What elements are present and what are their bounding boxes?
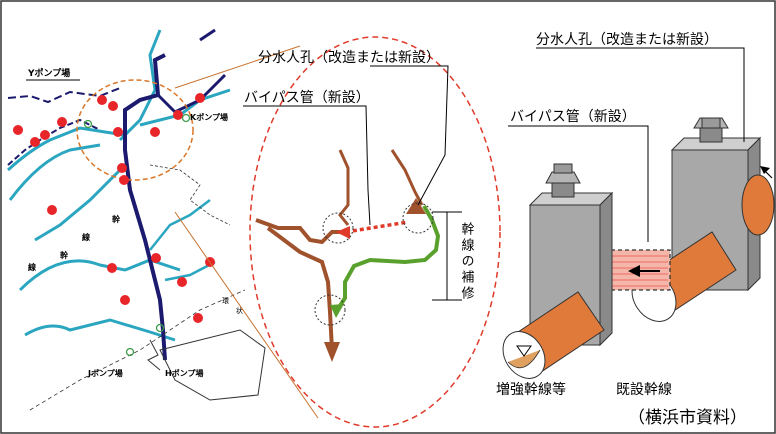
schematic-leader-bypass (508, 125, 649, 242)
sewer-line-central-w (34, 168, 122, 242)
detail-brown-pipe-left (338, 149, 350, 226)
pump-label-k: Kポンプ場 (190, 112, 228, 122)
map-small-text-4: 線 (28, 262, 36, 272)
manhole-left-cap (545, 171, 581, 184)
detail-brown-main (255, 218, 340, 245)
reinforced-trunk-label: 増強幹線等 (496, 381, 566, 398)
detail-green-trunk (334, 205, 441, 314)
manhole-left-side (599, 191, 613, 347)
sewer-line-sw (8, 143, 101, 201)
trunk-repair-label: 幹線の補修 (459, 221, 475, 302)
water-level-mark (516, 345, 532, 357)
existing-trunk-label: 既設幹線 (616, 381, 672, 398)
manhole-left-cap-top (553, 163, 573, 174)
main-trunk-top (199, 28, 216, 42)
pump-label-j: Jポンプ場 (87, 368, 123, 378)
map-small-text-5: 環 (222, 297, 229, 305)
sewer-line-west (6, 126, 126, 172)
detail-bypass-arrow (336, 226, 350, 239)
detail-brown-pipe-right (390, 149, 424, 206)
schematic-view (502, 47, 775, 379)
manhole-right-cap-top (701, 117, 721, 129)
manhole-left-chimney (551, 182, 575, 198)
coastline-upper (7, 87, 121, 104)
map-small-text-6: 状 (236, 306, 243, 315)
detail-circle (249, 36, 501, 428)
schematic-leader-manhole (536, 47, 745, 142)
zoom-line-bottom (174, 211, 319, 419)
map-small-text-2: 線 (82, 232, 90, 242)
right-arrowhead (760, 166, 770, 174)
pump-label-y: Yポンプ場 (27, 67, 70, 79)
shore-detail (147, 339, 161, 371)
schematic-bypass-label: バイパス管（新設） (510, 109, 636, 125)
detail-view (243, 36, 501, 428)
bypass-flow-arrow (628, 265, 640, 277)
detail-green-arrow (330, 304, 344, 318)
leader-manhole (370, 65, 449, 206)
zoom-line-top (174, 45, 301, 89)
detail-flow-arrow (324, 342, 340, 362)
schematic-manhole-label: 分水人孔（改造または新設） (536, 32, 718, 48)
junction-marker-bottom (314, 294, 346, 326)
sewer-line-bottom (24, 318, 176, 342)
coastline-left (7, 118, 101, 166)
reinforced-trunk-water (507, 349, 541, 369)
junction-marker-right (402, 202, 434, 234)
junction-marker-left (322, 212, 354, 244)
sewer-line-east2 (164, 260, 216, 282)
map-focus-circle (76, 79, 194, 181)
detail-down-arrow (406, 198, 426, 214)
map-small-text-3: 幹 (60, 250, 69, 260)
leader-bypass (243, 105, 371, 226)
pump-station-outline (159, 329, 266, 401)
source-caption: （横浜市資料） (628, 408, 747, 428)
boundary-line-2 (29, 289, 246, 411)
detail-bypass-pipe (345, 220, 409, 234)
map-red-dots (13, 93, 215, 323)
boundary-line-1 (149, 164, 231, 226)
map-green-markers (83, 113, 191, 357)
sewer-line-ne (139, 88, 231, 127)
network-map: Yポンプ場 Kポンプ場 Jポンプ場 Hポンプ場 幹 線 幹 線 環 状 (6, 28, 266, 411)
main-trunk (123, 53, 167, 361)
detail-bypass-label: バイパス管（新設） (244, 90, 370, 106)
map-small-text-1: 幹 (112, 214, 121, 224)
detail-brown-down (266, 226, 334, 351)
sewer-line-north (118, 29, 162, 142)
manhole-right-chimney (699, 127, 723, 143)
pump-label-h: Hポンプ場 (165, 368, 203, 378)
pipe-right-end (741, 174, 775, 236)
sewer-line-east (149, 199, 211, 251)
detail-manhole-label: 分水人孔（改造または新設） (258, 50, 440, 66)
reinforced-trunk-end (502, 331, 546, 379)
